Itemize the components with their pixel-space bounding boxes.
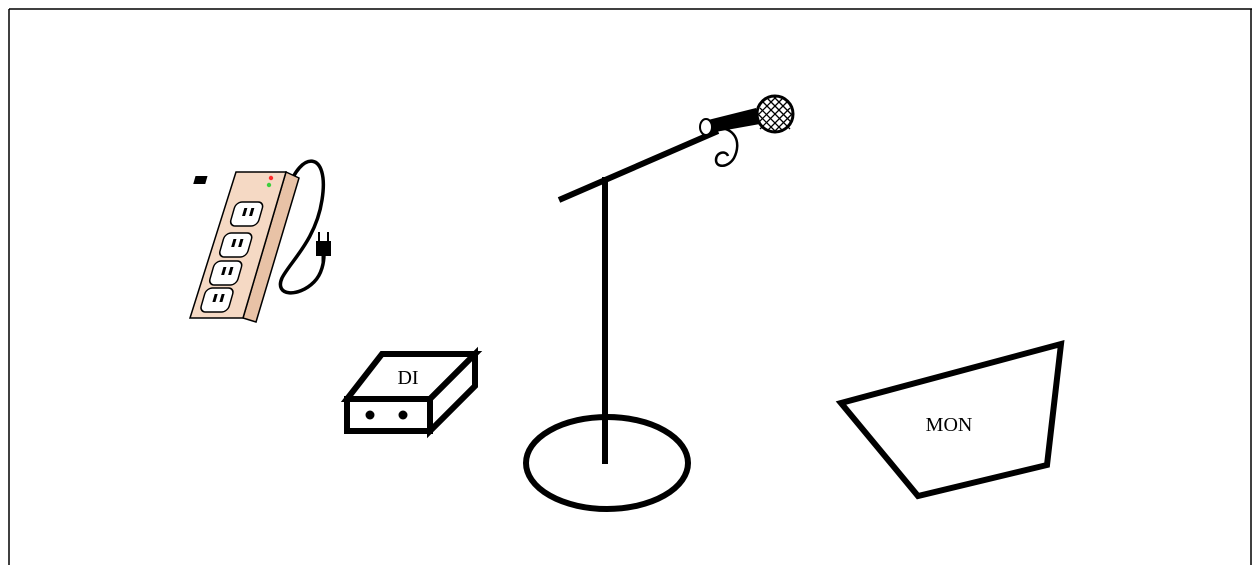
boom-mic-stand-icon bbox=[526, 96, 793, 509]
di-box-label: DI bbox=[397, 367, 418, 389]
di-box-icon: DI bbox=[347, 354, 475, 431]
power-strip-icon bbox=[190, 161, 331, 322]
page-frame bbox=[9, 9, 1252, 565]
plug-icon bbox=[316, 232, 331, 262]
floor-monitor-wedge-icon: MON bbox=[841, 344, 1061, 496]
microphone-icon bbox=[700, 96, 793, 135]
di-jack-icon bbox=[399, 411, 408, 420]
di-jack-icon bbox=[366, 411, 375, 420]
monitor-label: MON bbox=[926, 414, 973, 436]
